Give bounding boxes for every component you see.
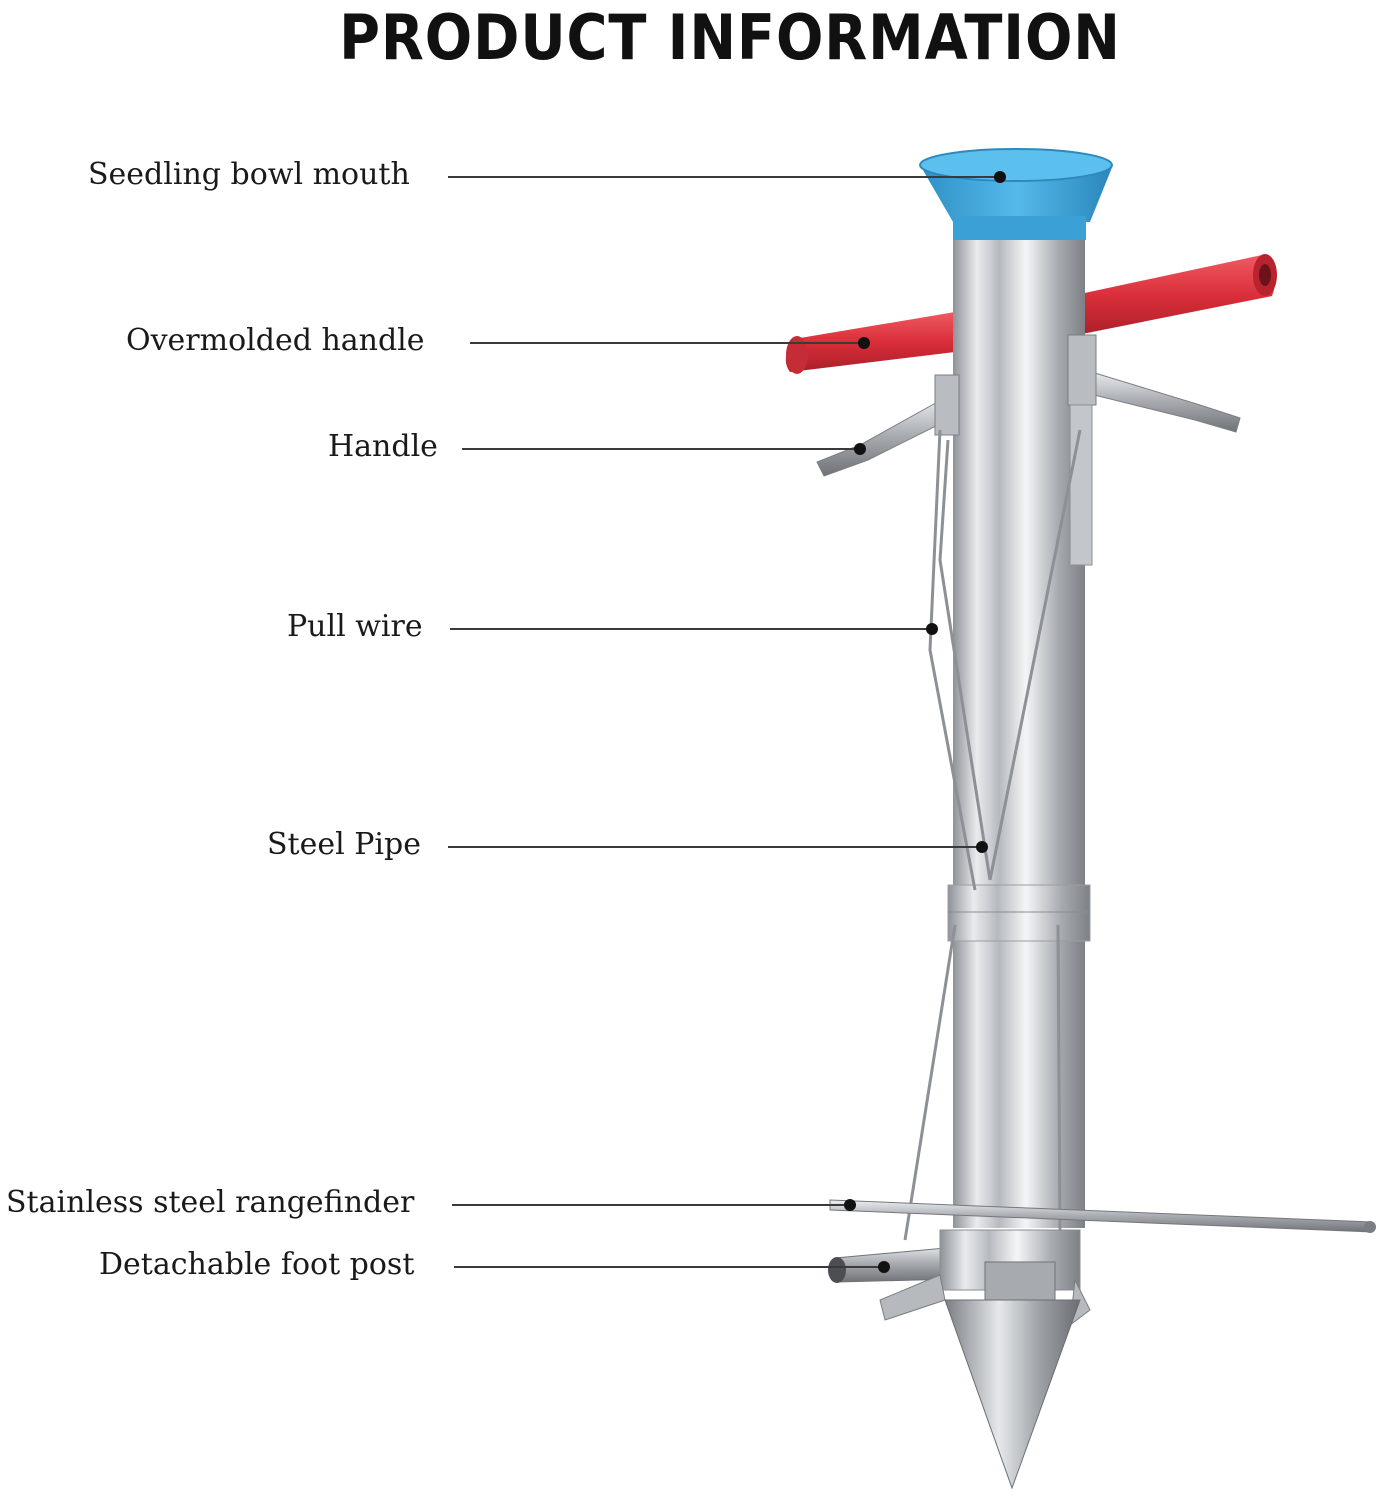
callout-label: Pull wire [287, 609, 423, 644]
rangefinder-rod [829, 1199, 1376, 1233]
callout-dot [854, 443, 866, 455]
callout-dot [994, 171, 1006, 183]
callout-dot [926, 623, 938, 635]
pull-wires [903, 429, 1082, 1241]
seedling-bowl [919, 148, 1113, 240]
callout-label: Seedling bowl mouth [88, 157, 410, 192]
callout-dot [878, 1261, 890, 1273]
callout-dot [976, 841, 988, 853]
callout-label: Steel Pipe [267, 827, 421, 862]
callout-pull-wire: Pull wire [0, 610, 1380, 644]
callout-dot [844, 1199, 856, 1211]
callout-detachable-foot-post: Detachable foot post [0, 1248, 1380, 1282]
right-lever [1067, 334, 1241, 566]
overmolded-handle-grip [785, 254, 1277, 374]
callout-label: Detachable foot post [99, 1247, 415, 1282]
callout-stainless-steel-rangefinder: Stainless steel rangefinder [0, 1186, 1380, 1220]
callout-handle: Handle [0, 430, 1380, 464]
callout-label: Overmolded handle [126, 323, 425, 358]
callout-seedling-bowl-mouth: Seedling bowl mouth [0, 158, 1380, 192]
callout-label: Handle [328, 429, 438, 464]
cone-tip [944, 1299, 1081, 1490]
left-lever [816, 374, 960, 477]
callout-steel-pipe: Steel Pipe [0, 828, 1380, 862]
callout-overmolded-handle: Overmolded handle [0, 324, 1380, 358]
page-title: PRODUCT INFORMATION [339, 1, 1121, 74]
foot-post-assembly [828, 1229, 1091, 1327]
callout-dot [858, 337, 870, 349]
callout-label: Stainless steel rangefinder [6, 1185, 415, 1220]
